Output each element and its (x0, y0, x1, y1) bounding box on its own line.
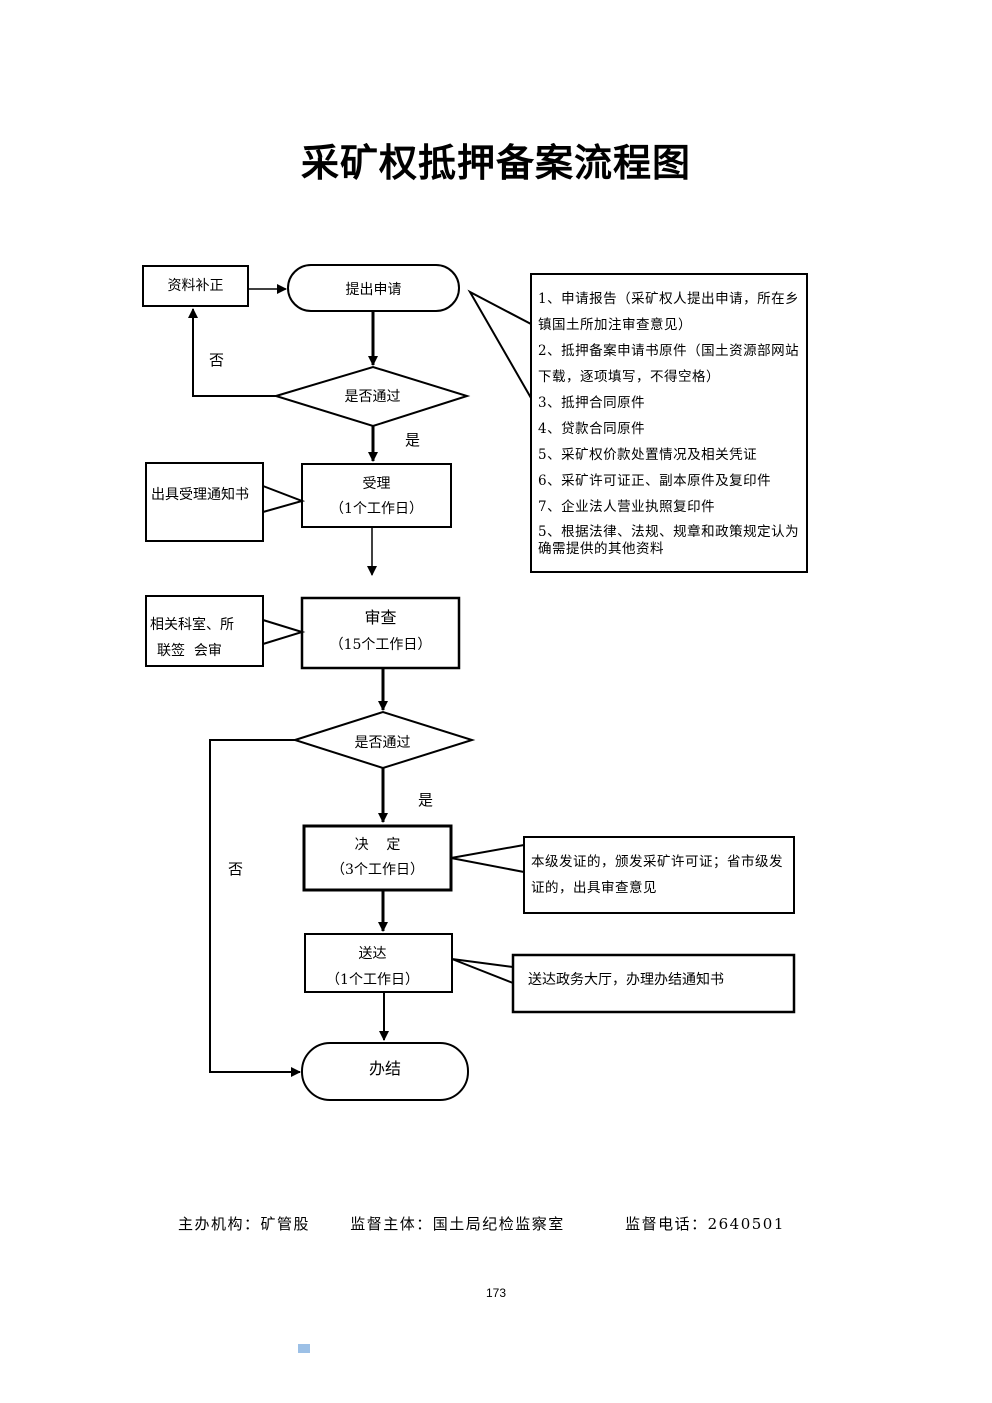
deliver-note-box (511, 953, 796, 1014)
review-note-box (145, 595, 264, 667)
edge-label-yes1: 是 (405, 431, 421, 449)
review-callout-pointer (262, 619, 306, 645)
supplement-label: 资料补正 (167, 278, 224, 294)
decide-label: 决 定 (354, 837, 401, 853)
doc-item: 5、根据法律、法规、规章和政策规定认为确需提供的其他资料 (538, 524, 800, 557)
review-time-label: （15个工作日） (329, 637, 432, 653)
decide-note-box (523, 836, 795, 914)
check1-label: 是否通过 (344, 389, 401, 405)
accept-note-text: 出具受理通知书 (151, 487, 249, 503)
edge-label-no1: 否 (209, 351, 225, 369)
deliver-note-text: 送达政务大厅，办理办结通知书 (528, 972, 724, 988)
finish-label: 办结 (368, 1059, 401, 1078)
footer-supervisor: 监督主体：国土局纪检监察室 (350, 1215, 565, 1233)
accept-label: 受理 (362, 476, 391, 492)
review-note-line1: 相关科室、所 (150, 617, 234, 633)
doc-item: 3、抵押合同原件 (538, 395, 646, 411)
check1-diamond (272, 365, 471, 428)
accept-time-label: （1个工作日） (330, 501, 423, 517)
edge-check2-no (209, 739, 301, 1077)
footer: 主办机构：矿管股 监督主体：国土局纪检监察室 监督电话：2640501 (178, 1213, 819, 1234)
deliver-callout-pointer (451, 958, 514, 984)
doc-item: 2、抵押备案申请书原件（国土资源部网站下载，逐项填写，不得空格） (538, 343, 800, 385)
deliver-time-label: （1个工作日） (326, 972, 419, 988)
supplement-box (142, 265, 249, 307)
doc-item: 7、企业法人营业执照复印件 (538, 499, 716, 515)
edge-check1-no (188, 308, 276, 397)
decide-note: 本级发证的，颁发采矿许可证；省市级发证的，出具审查意见 (531, 854, 783, 896)
documents-list: 1、申请报告（采矿权人提出申请，所在乡镇国土所加注审查意见） 2、抵押备案申请书… (538, 286, 802, 558)
footer-org: 主办机构：矿管股 (178, 1215, 311, 1233)
apply-label: 提出申请 (345, 282, 402, 298)
documents-box (530, 273, 808, 573)
doc-item: 6、采矿许可证正、副本原件及复印件 (538, 473, 772, 489)
page-title: 采矿权抵押备案流程图 (300, 140, 691, 185)
review-note-line2: 联签 会审 (157, 643, 222, 659)
edge-label-yes2: 是 (418, 791, 434, 809)
page-number: 173 (485, 1286, 507, 1300)
deliver-box (304, 933, 453, 993)
check2-label: 是否通过 (354, 735, 411, 751)
decide-time-label: （3个工作日） (331, 862, 424, 878)
footer-phone: 监督电话：2640501 (625, 1215, 785, 1233)
accept-note-box (145, 462, 264, 542)
review-label: 审查 (364, 608, 397, 627)
accept-box (301, 463, 452, 528)
doc-item: 1、申请报告（采矿权人提出申请，所在乡镇国土所加注审查意见） (538, 291, 800, 333)
doc-item: 4、贷款合同原件 (538, 421, 646, 437)
deliver-label: 送达 (358, 946, 387, 962)
documents-callout-pointer (467, 289, 532, 399)
check2-diamond (291, 710, 476, 770)
accept-callout-pointer (262, 485, 306, 513)
finish-terminal (301, 1042, 469, 1101)
decide-note-text: 本级发证的，颁发采矿许可证；省市级发证的，出具审查意见 (531, 849, 789, 901)
scan-mark-icon (298, 1344, 310, 1353)
doc-item: 5、采矿权价款处置情况及相关凭证 (538, 447, 758, 463)
decide-callout-pointer (450, 844, 525, 873)
edge-label-no2: 否 (228, 860, 244, 878)
